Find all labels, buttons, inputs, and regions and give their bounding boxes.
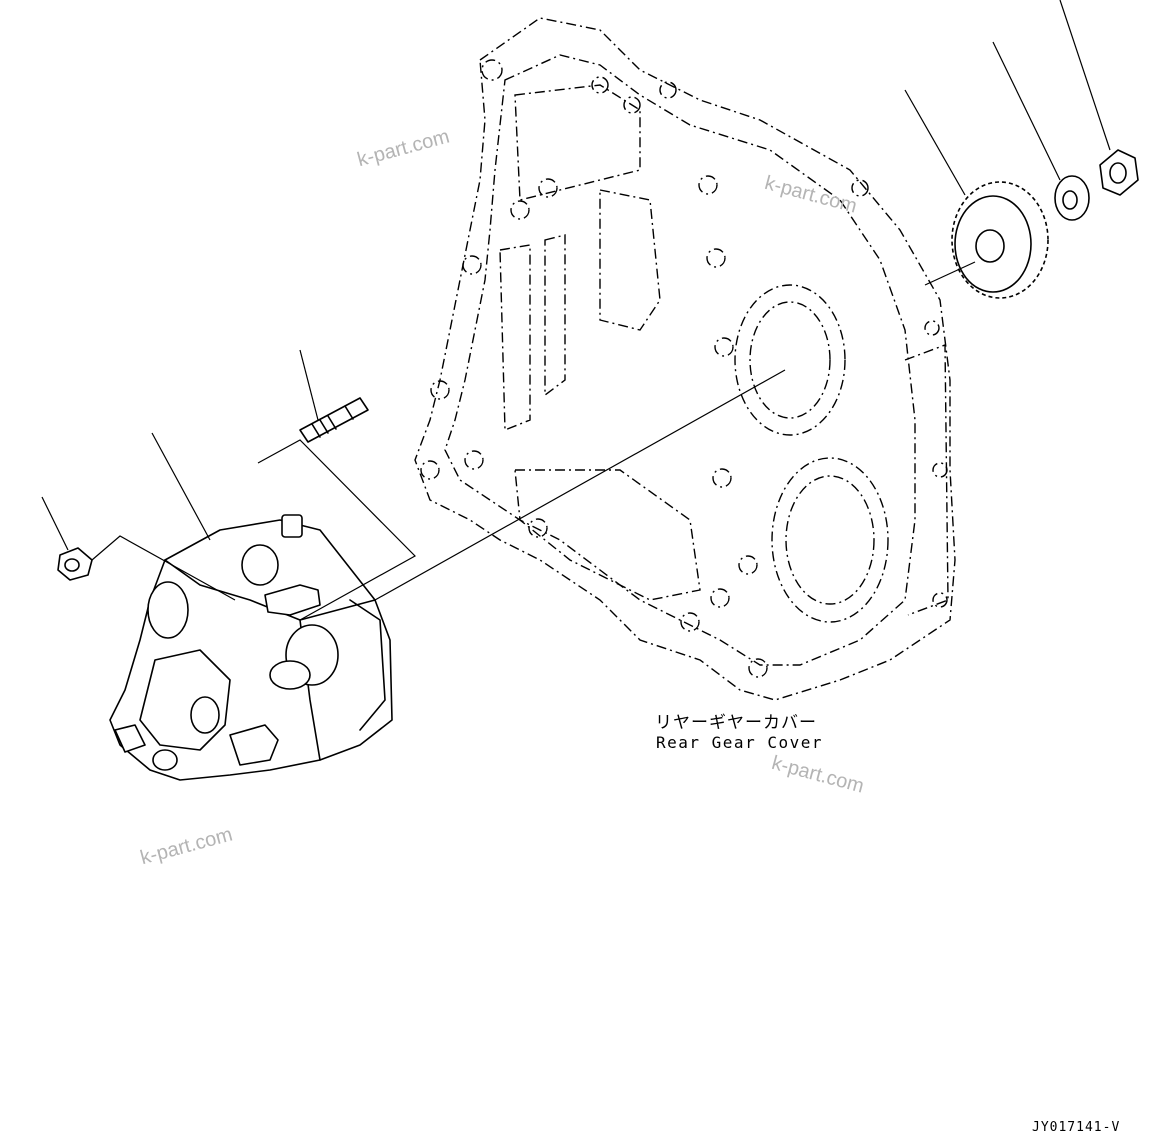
- drive-gear: [951, 181, 1049, 299]
- part-label-english: Rear Gear Cover: [656, 733, 823, 752]
- hex-nut: [1099, 149, 1139, 196]
- drawing-code: JY017141-V: [1032, 1120, 1121, 1135]
- rear-gear-cover-outline: [414, 17, 956, 701]
- part-label-japanese: リヤーギヤーカバー: [655, 713, 817, 733]
- lock-washer: [1054, 175, 1090, 221]
- supply-pump-assembly: [109, 514, 393, 781]
- leader-lines: [41, 0, 1111, 621]
- stud-bolt: [299, 397, 369, 443]
- small-nut: [57, 547, 93, 581]
